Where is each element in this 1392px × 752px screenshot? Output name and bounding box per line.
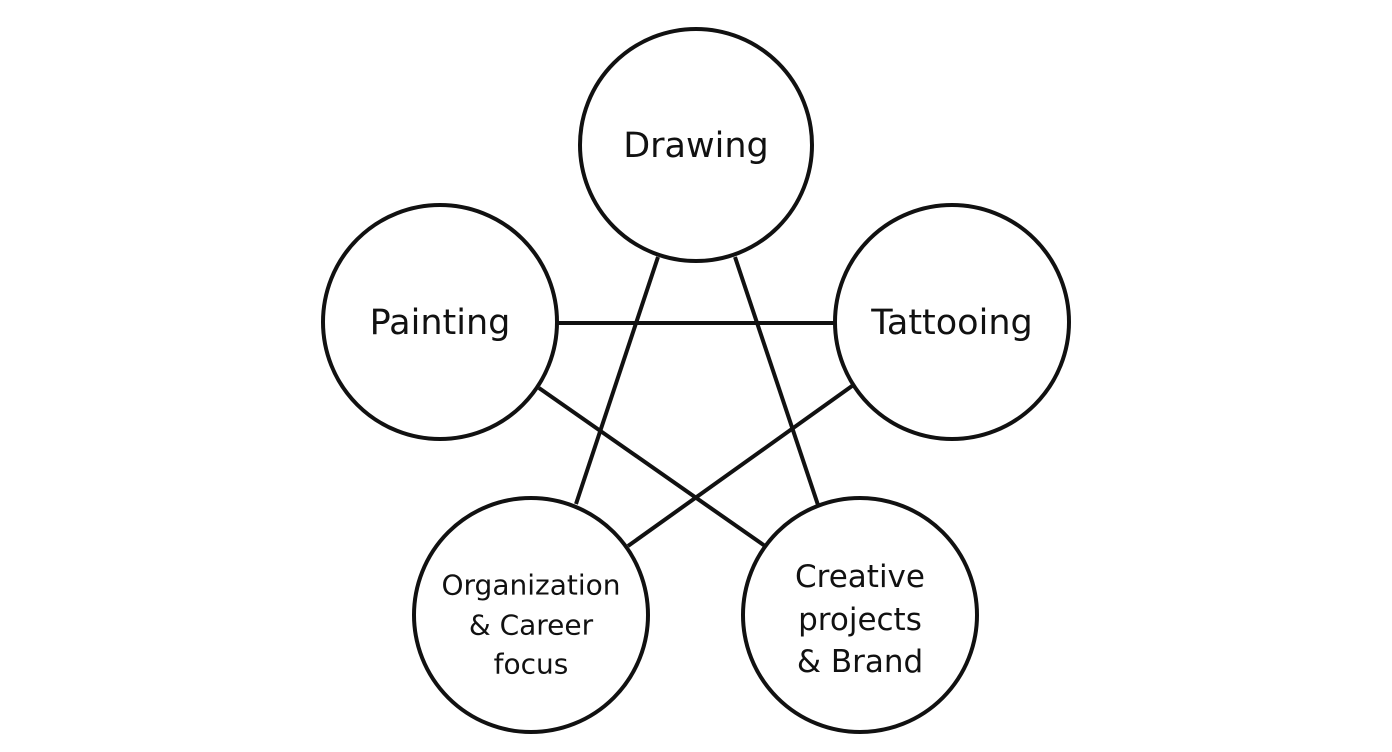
edge-drawing-creative bbox=[733, 256, 820, 506]
edge-drawing-organization bbox=[574, 256, 660, 505]
node-organization-label-line2: & Career bbox=[469, 609, 594, 642]
node-drawing: Drawing bbox=[578, 27, 814, 263]
node-tattooing: Tattooing bbox=[833, 203, 1071, 441]
edge-painting-creative bbox=[537, 386, 767, 548]
node-painting: Painting bbox=[321, 203, 559, 441]
node-organization-label-line3: focus bbox=[494, 648, 569, 681]
node-painting-circle bbox=[321, 203, 559, 441]
node-organization-label-line1: Organization bbox=[441, 569, 620, 602]
node-drawing-label: Drawing bbox=[623, 126, 769, 166]
node-organization: Organization & Career focus bbox=[412, 496, 650, 734]
node-painting-label: Painting bbox=[370, 303, 511, 343]
node-organization-circle bbox=[412, 496, 650, 734]
node-tattooing-circle bbox=[833, 203, 1071, 441]
node-creative: Creative projects & Brand bbox=[741, 496, 979, 734]
node-drawing-circle bbox=[578, 27, 814, 263]
node-creative-label-line2: projects bbox=[798, 602, 922, 638]
node-creative-circle bbox=[741, 496, 979, 734]
node-creative-label-line1: Creative bbox=[795, 559, 925, 595]
node-tattooing-label: Tattooing bbox=[870, 303, 1032, 343]
edge-tattooing-organization bbox=[626, 384, 854, 548]
edges bbox=[537, 256, 854, 548]
node-creative-label-line3: & Brand bbox=[797, 644, 923, 680]
